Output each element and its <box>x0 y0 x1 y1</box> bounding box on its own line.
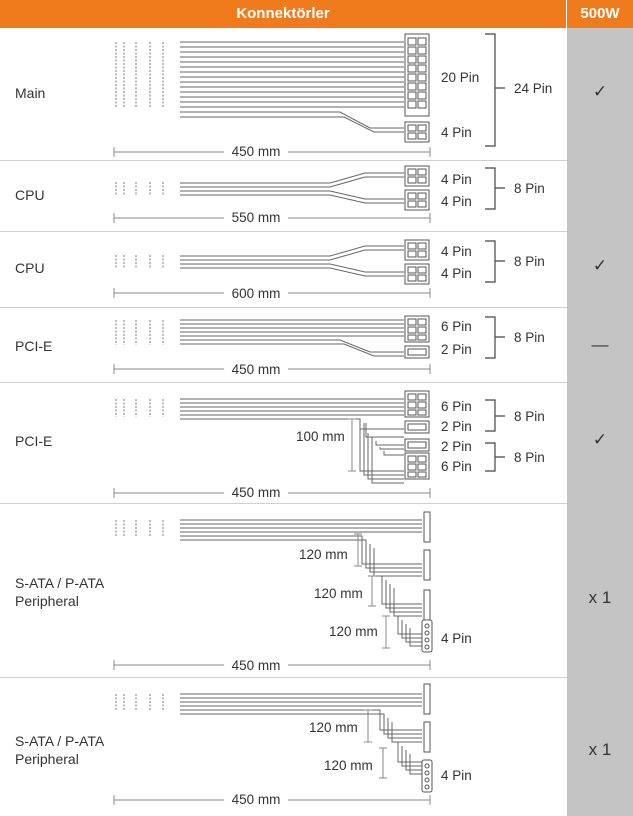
cable-length: 550 mm <box>232 210 281 225</box>
pin-label: 20 Pin <box>441 70 479 85</box>
group-bracket <box>485 33 505 147</box>
availability-cell <box>567 504 633 678</box>
cable-length: 450 mm <box>232 485 281 500</box>
pin-label: 2 Pin <box>441 439 472 454</box>
table-row: PCI-E ✓ <box>0 383 633 504</box>
cable-diagram: 100 mm 450 mm 6 Pin 2 Pin 2 Pin 6 Pin 8 … <box>113 390 545 500</box>
pin-label: 6 Pin <box>441 319 472 334</box>
table-row: CPU ✓ 600 mm 4 Pin 4 Pin 8 Pin <box>0 232 633 308</box>
pin-label: 4 Pin <box>441 172 472 187</box>
pin-label: 4 Pin <box>441 266 472 281</box>
pin-label: 4 Pin <box>441 631 472 646</box>
group-label: 24 Pin <box>514 81 552 96</box>
cable-length: 450 mm <box>232 658 281 673</box>
table-header: Konnektörler 500W <box>0 0 633 28</box>
group-label: 8 Pin <box>514 181 545 196</box>
availability-cell <box>567 308 633 383</box>
dimension-line <box>113 147 431 157</box>
availability-mark: ✓ <box>592 82 608 101</box>
header-wattage: 500W <box>567 0 633 28</box>
cable-length: 600 mm <box>232 286 281 301</box>
availability-mark: x 1 <box>588 740 612 759</box>
pin-label: 4 Pin <box>441 194 472 209</box>
cable-length: 450 mm <box>232 792 281 807</box>
spacing-label: 120 mm <box>309 720 358 735</box>
spacing-label: 100 mm <box>296 429 345 444</box>
availability-mark: ✓ <box>592 430 608 449</box>
pin-label: 2 Pin <box>441 342 472 357</box>
row-label: PCI-E <box>15 338 53 354</box>
availability-mark: — <box>591 335 609 354</box>
group-label: 8 Pin <box>514 330 545 345</box>
spacing-label: 120 mm <box>299 547 348 562</box>
table-row: CPU 550 mm 4 Pin 4 Pin 8 Pin <box>0 161 633 232</box>
row-label: Main <box>15 85 46 101</box>
cable-diagram: 450 mm 20 Pin 4 Pin 24 Pin <box>113 33 552 159</box>
availability-mark: x 1 <box>588 588 612 607</box>
availability-mark: ✓ <box>592 256 608 275</box>
group-label: 8 Pin <box>514 450 545 465</box>
row-label: CPU <box>15 260 45 276</box>
cable-diagram: 600 mm 4 Pin 4 Pin 8 Pin <box>113 239 545 301</box>
row-label: CPU <box>15 187 45 203</box>
cable-length: 450 mm <box>232 362 281 377</box>
pin-label: 6 Pin <box>441 459 472 474</box>
pin-label: 4 Pin <box>441 125 472 140</box>
table-row: Main ✓ <box>0 28 633 161</box>
pin-label: 2 Pin <box>441 419 472 434</box>
cable-lines <box>180 41 404 133</box>
spacing-label: 120 mm <box>324 758 373 773</box>
availability-cell <box>567 28 633 161</box>
cable-ends <box>115 42 164 108</box>
cable-length: 450 mm <box>232 144 281 159</box>
group-label: 8 Pin <box>514 254 545 269</box>
table-row: PCI-E — 450 mm 6 Pin 2 Pin 8 P <box>0 308 633 383</box>
row-label: PCI-E <box>15 433 53 449</box>
availability-cell <box>567 232 633 308</box>
spacing-label: 120 mm <box>314 586 363 601</box>
spacing-label: 120 mm <box>329 624 378 639</box>
availability-cell <box>567 678 633 816</box>
pin-label: 4 Pin <box>441 768 472 783</box>
group-label: 8 Pin <box>514 409 545 424</box>
pin-label: 4 Pin <box>441 244 472 259</box>
connector-20pin <box>404 33 430 117</box>
cable-diagram: 450 mm 6 Pin 2 Pin 8 Pin <box>113 315 545 377</box>
cable-diagram: 550 mm 4 Pin 4 Pin 8 Pin <box>113 165 545 225</box>
header-connectors: Konnektörler <box>0 0 566 28</box>
availability-cell <box>567 383 633 504</box>
cable-diagram: 120 mm 120 mm 4 Pin 450 mm <box>113 683 472 807</box>
availability-cell <box>567 161 633 232</box>
pin-label: 6 Pin <box>441 399 472 414</box>
cable-diagram: 120 mm 120 mm 120 mm 4 Pin 450 mm <box>113 511 472 673</box>
connector-4pin <box>404 121 430 143</box>
